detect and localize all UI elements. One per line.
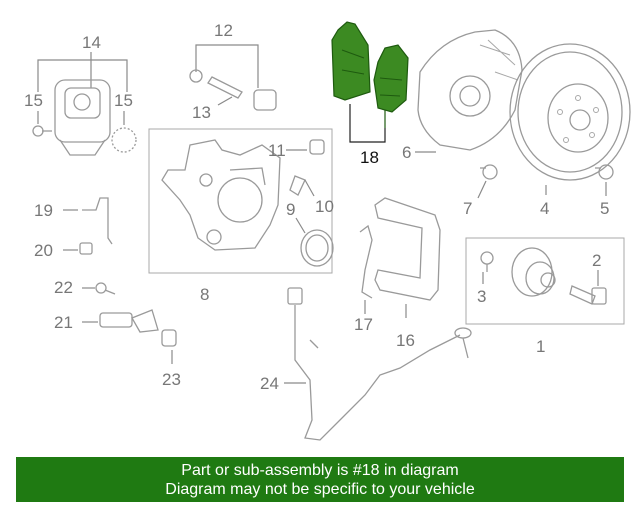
hub-stud xyxy=(480,251,494,284)
parts-diagram: 14 15 15 12 13 18 6 11 10 9 7 4 5 19 20 … xyxy=(24,21,631,441)
callout-21: 21 xyxy=(54,313,73,332)
callout-22: 22 xyxy=(54,278,73,297)
wheel-speed-sensor xyxy=(82,309,159,333)
callout-8: 8 xyxy=(200,285,209,304)
banner-line-1: Part or sub-assembly is #18 in diagram xyxy=(181,462,459,479)
banner-line-2: Diagram may not be specific to your vehi… xyxy=(165,481,475,498)
callout-14: 14 xyxy=(82,33,101,52)
callout-4: 4 xyxy=(540,199,549,218)
seal-ring-15 xyxy=(111,111,137,153)
callout-15: 15 xyxy=(24,91,43,110)
caliper-body xyxy=(161,139,281,251)
dust-shield xyxy=(415,29,523,153)
callout-24: 24 xyxy=(260,374,279,393)
callout-13: 13 xyxy=(192,103,211,122)
rotor-screw xyxy=(595,164,614,196)
hub-assembly xyxy=(511,247,556,297)
callout-7: 7 xyxy=(463,199,472,218)
callout-17: 17 xyxy=(354,315,373,334)
anti-rattle-spring xyxy=(359,224,373,314)
guide-pin-kit xyxy=(189,44,277,111)
hose-clip xyxy=(63,242,93,255)
callout-12: 12 xyxy=(214,21,233,40)
callout-6: 6 xyxy=(402,143,411,162)
callout-15: 15 xyxy=(114,91,133,110)
bleeder-screw xyxy=(289,175,315,197)
caliper-box xyxy=(148,128,333,274)
brake-pad-set-18 xyxy=(331,21,409,143)
callout-2: 2 xyxy=(592,251,601,270)
brake-hose xyxy=(63,197,113,245)
callout-11: 11 xyxy=(268,141,286,160)
callout-9: 9 xyxy=(286,200,295,219)
callout-3: 3 xyxy=(477,287,486,306)
bolt-15 xyxy=(32,111,52,137)
sensor-bolt xyxy=(82,282,116,295)
brake-rotor xyxy=(509,43,631,195)
callout-16: 16 xyxy=(396,331,415,350)
caliper-bracket xyxy=(374,197,441,318)
callout-19: 19 xyxy=(34,201,53,220)
parking-brake-motor xyxy=(37,52,128,156)
callout-18: 18 xyxy=(360,148,379,167)
hub-box xyxy=(465,237,625,325)
callout-20: 20 xyxy=(34,241,53,260)
piston-seal xyxy=(295,217,334,267)
sensor-harness xyxy=(284,287,472,441)
callout-23: 23 xyxy=(162,370,181,389)
callout-1: 1 xyxy=(536,337,545,356)
shield-bolt xyxy=(477,164,498,199)
hub-bolt xyxy=(569,270,607,305)
callout-5: 5 xyxy=(600,199,609,218)
bleeder-cap xyxy=(286,139,325,155)
grommet xyxy=(161,329,177,364)
callout-10: 10 xyxy=(315,197,334,216)
info-banner: Part or sub-assembly is #18 in diagram D… xyxy=(16,457,624,502)
